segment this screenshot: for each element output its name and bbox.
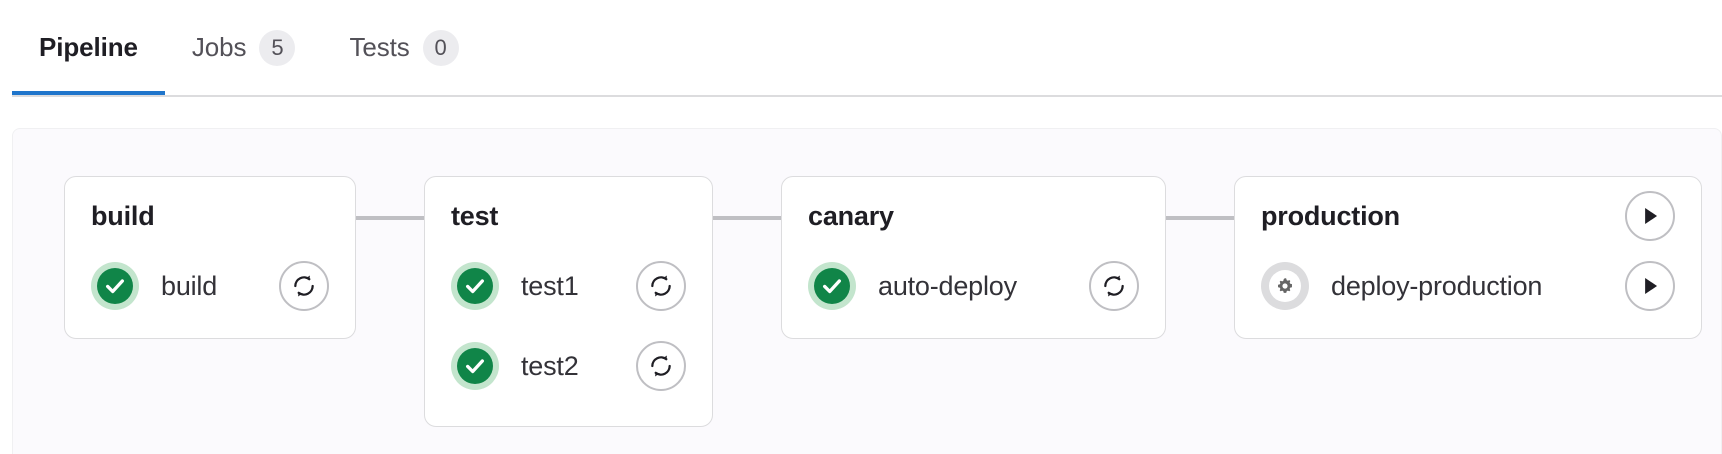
status-success-icon — [451, 262, 499, 310]
job-name-auto-deploy: auto-deploy — [878, 270, 1017, 301]
tab-pipeline[interactable]: Pipeline — [12, 0, 165, 95]
job-list-test: test1 — [425, 255, 712, 421]
tab-list: Pipeline Jobs 5 Tests 0 — [12, 0, 486, 95]
pipeline-graph-canvas: build build — [12, 128, 1722, 454]
tab-tests[interactable]: Tests 0 — [322, 0, 485, 95]
stage-header-test: test — [425, 177, 712, 255]
retry-icon[interactable] — [279, 261, 329, 311]
tab-tests-count-badge: 0 — [422, 29, 459, 66]
stage-header-production: production — [1235, 177, 1701, 255]
status-manual-gear-icon — [1261, 262, 1309, 310]
job-list-build: build — [65, 255, 355, 341]
tab-tests-label: Tests — [349, 32, 410, 62]
stage-name-test: test — [451, 200, 499, 231]
connector-test-to-canary — [713, 216, 781, 220]
stage-card-build[interactable]: build build — [64, 176, 356, 339]
tab-pipeline-label: Pipeline — [39, 32, 138, 62]
retry-icon[interactable] — [1089, 261, 1139, 311]
stage-card-canary[interactable]: canary auto-deploy — [781, 176, 1166, 339]
status-success-icon — [451, 342, 499, 390]
job-row-test2[interactable]: test2 — [451, 335, 686, 397]
tab-jobs-count-badge: 5 — [259, 29, 296, 66]
job-name-build: build — [161, 270, 218, 301]
tab-jobs-label: Jobs — [191, 32, 247, 62]
retry-icon[interactable] — [636, 261, 686, 311]
job-name-test1: test1 — [521, 270, 579, 301]
retry-icon[interactable] — [636, 341, 686, 391]
play-icon[interactable] — [1625, 261, 1675, 311]
tab-jobs[interactable]: Jobs 5 — [165, 0, 323, 95]
job-name-deploy-production: deploy-production — [1331, 270, 1543, 301]
job-row-build[interactable]: build — [91, 255, 329, 317]
pipeline-detail-tab-bar: Pipeline Jobs 5 Tests 0 — [0, 0, 1722, 101]
stage-name-canary: canary — [808, 200, 894, 231]
status-success-icon — [808, 262, 856, 310]
stage-header-build: build — [65, 177, 355, 255]
job-row-test1[interactable]: test1 — [451, 255, 686, 317]
job-row-auto-deploy[interactable]: auto-deploy — [808, 255, 1139, 317]
stage-name-build: build — [91, 200, 155, 231]
stage-card-production[interactable]: production deploy-producti — [1234, 176, 1702, 339]
stage-card-test[interactable]: test test1 — [424, 176, 713, 427]
stage-name-production: production — [1261, 200, 1400, 231]
job-list-canary: auto-deploy — [782, 255, 1165, 341]
job-row-deploy-production[interactable]: deploy-production — [1261, 255, 1675, 317]
stage-header-canary: canary — [782, 177, 1165, 255]
connector-build-to-test — [356, 216, 424, 220]
job-list-production: deploy-production — [1235, 255, 1701, 341]
play-icon[interactable] — [1625, 191, 1675, 241]
tab-bar-divider — [12, 95, 1722, 97]
job-name-test2: test2 — [521, 350, 579, 381]
connector-canary-to-production — [1166, 216, 1234, 220]
status-success-icon — [91, 262, 139, 310]
stage-strip: build build — [13, 129, 1721, 454]
